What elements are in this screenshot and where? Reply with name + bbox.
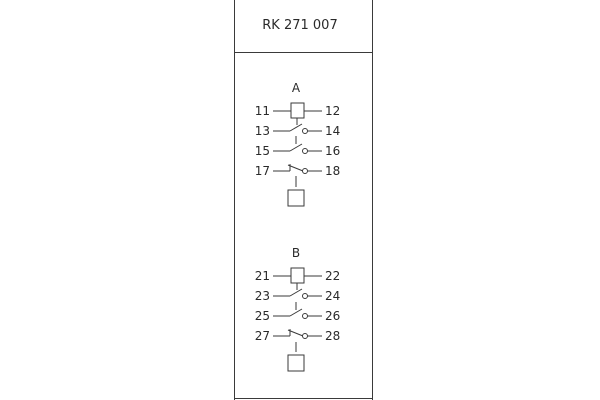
relay-a-contact-1-left-terminal: 13 [255,124,270,138]
relay-a-contact-2-right-terminal: 16 [325,144,340,158]
relay-b-contact-2-blade [289,308,303,317]
relay-b-contact-3-node [302,333,308,339]
relay-b-contact-1-blade [289,288,303,297]
relay-a-contact-3-left-terminal: 17 [255,164,270,178]
relay-b-contact-1-node [302,293,308,299]
relay-a-coil-right-terminal: 12 [325,104,340,118]
relay-b-contact-2-node [302,313,308,319]
relay-b-contact-2: 25 26 [255,308,340,323]
relay-a-contact-1-node [302,128,308,134]
relay-b-contact-1-right-terminal: 24 [325,289,340,303]
relay-b-label: B [292,246,300,260]
relay-a-contact-1-right-terminal: 14 [325,124,340,138]
relay-a-contact-1-blade [289,123,303,132]
relay-b-contact-1: 23 24 [255,288,340,303]
relay-a-contact-1: 13 14 [255,123,340,138]
relay-b-contact-2-left-terminal: 25 [255,309,270,323]
relay-a-coil-left-terminal: 11 [255,104,270,118]
relay-b-contact-3-blade [287,329,304,337]
relay-a-contact-2-blade [289,143,303,152]
relay-a-contact-2-left-terminal: 15 [255,144,270,158]
relay-b-coil-right-terminal: 22 [325,269,340,283]
relay-a-contact-3-right-terminal: 18 [325,164,340,178]
relay-b-indicator-box [287,354,305,372]
relay-a-label: A [292,81,301,95]
relay-b-contact-2-right-terminal: 26 [325,309,340,323]
relay-a-contact-2: 15 16 [255,143,340,158]
relay-b-contact-3: 27 28 [255,329,340,343]
relay-b-contact-3-right-terminal: 28 [325,329,340,343]
relay-b: B 21 22 23 24 25 26 [255,246,340,372]
relay-b-coil: 21 22 [255,267,340,284]
relay-a-contact-3: 17 18 [255,164,340,178]
relay-b-coil-symbol [290,267,305,284]
relay-a-contact-3-blade [287,164,304,172]
module-title: RK 271 007 [262,18,337,33]
relay-a: A 11 12 13 14 15 16 [255,81,340,207]
relay-a-coil-symbol [290,102,305,119]
relay-a-contact-2-node [302,148,308,154]
relay-a-indicator-box [287,189,305,207]
relay-b-coil-left-terminal: 21 [255,269,270,283]
relay-b-contact-3-left-terminal: 27 [255,329,270,343]
relay-a-contact-3-node [302,168,308,174]
relay-a-coil: 11 12 [255,102,340,119]
relay-b-contact-1-left-terminal: 23 [255,289,270,303]
